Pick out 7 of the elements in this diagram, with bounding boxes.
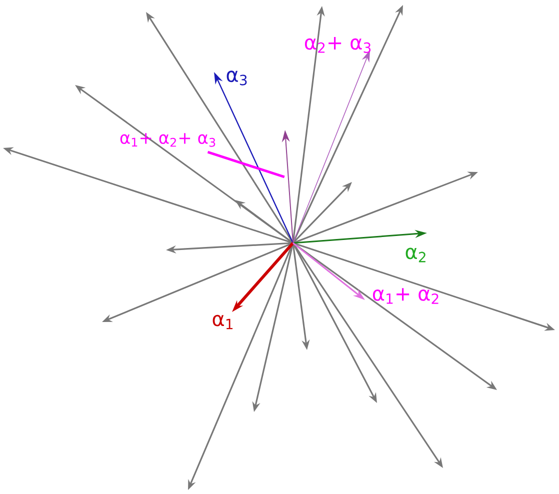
leader-line — [207, 150, 285, 178]
root-label: α$_{1}$ — [212, 314, 233, 330]
root-label: α$_{2}$ — [406, 248, 426, 262]
root-label: α$_{1}$+ α$_{2}$+ α$_{3}$ — [120, 133, 216, 147]
root-label: α$_{3}$ — [226, 70, 247, 86]
root-label: α$_{1}$+ α$_{2}$ — [372, 288, 438, 304]
root-label: α$_{2}$+ α$_{3}$ — [304, 37, 371, 53]
